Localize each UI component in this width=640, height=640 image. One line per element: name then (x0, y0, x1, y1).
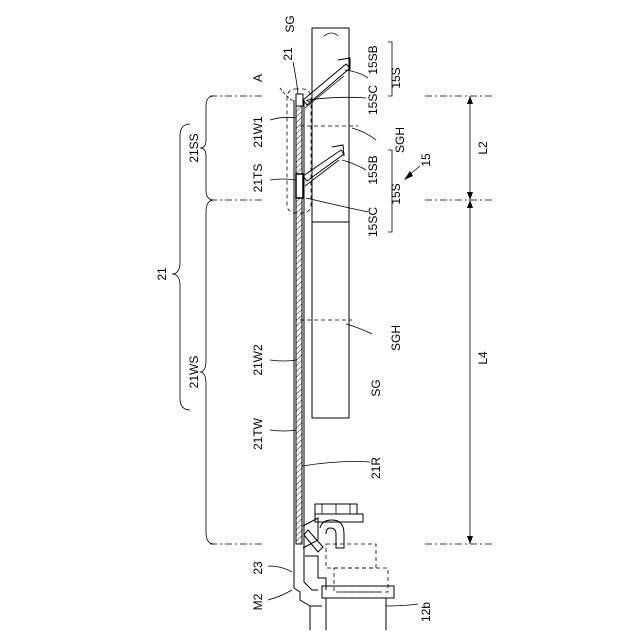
label-15s-lower: 15S (389, 183, 403, 204)
label-sg-bottom: SG (369, 379, 383, 396)
spacer-15s-upper (303, 58, 350, 108)
label-sgh-upper: SGH (393, 127, 407, 153)
label-12b: 12b (419, 602, 433, 622)
label-15sc-lower: 15SC (366, 207, 380, 237)
label-21r: 21R (369, 457, 383, 479)
glass-plate-sg (312, 28, 349, 418)
leader-lines (268, 33, 420, 606)
label-21ss: 21SS (187, 133, 201, 162)
brace-21ws (200, 200, 214, 544)
label-21ts: 21TS (251, 164, 265, 193)
label-15sb-lower: 15SB (366, 155, 380, 184)
label-a: A (251, 74, 265, 82)
label-l2: L2 (476, 141, 490, 155)
label-m2: M2 (251, 593, 265, 610)
label-21ws: 21WS (187, 356, 201, 389)
bottom-mechanism (294, 504, 394, 630)
label-15: 15 (419, 153, 433, 167)
labels: SG 21 15SB 15SC 15S A 21W1 21SS SGH 15 L… (155, 15, 490, 622)
label-sgh-lower: SGH (389, 325, 403, 351)
label-15sb-upper: 15SB (366, 45, 380, 74)
left-dimension-lines (210, 96, 262, 544)
label-21s: 21 (281, 47, 295, 61)
label-21: 21 (155, 267, 169, 281)
label-23: 23 (251, 561, 265, 575)
label-15s-upper: 15S (389, 67, 403, 88)
label-l4: L4 (476, 351, 490, 365)
spacer-15s-lower (303, 145, 344, 186)
label-15sc-upper: 15SC (366, 85, 380, 115)
label-sg-top: SG (283, 15, 297, 32)
joint-block-mid (296, 174, 303, 198)
joint-block-upper (296, 94, 303, 106)
label-21w2: 21W2 (251, 344, 265, 376)
brace-21ss (200, 96, 214, 200)
label-21w1: 21W1 (251, 116, 265, 148)
wall-panel-21 (294, 100, 304, 548)
label-21tw: 21TW (251, 417, 265, 450)
dimension-lines (425, 96, 492, 544)
